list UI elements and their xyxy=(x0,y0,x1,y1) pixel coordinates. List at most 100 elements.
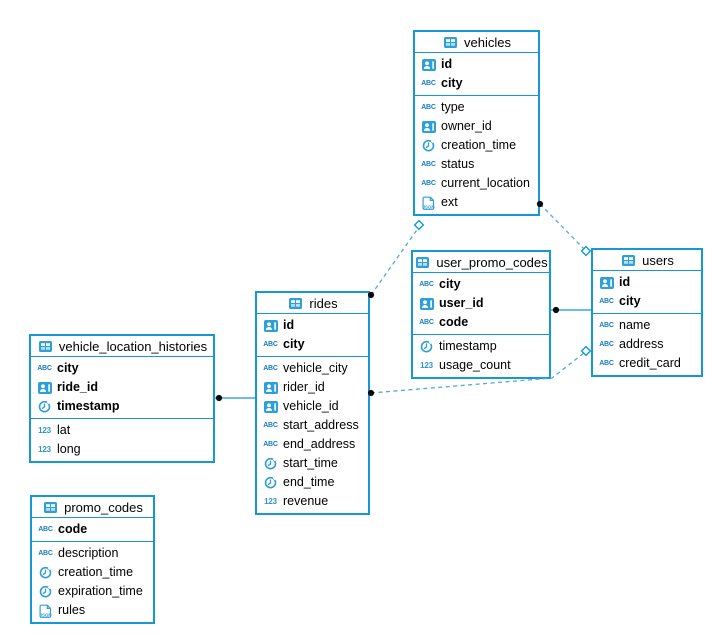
table-title: vehicle_location_histories xyxy=(58,338,208,354)
text-icon: ABC xyxy=(263,365,278,372)
field-label: rules xyxy=(58,603,86,617)
field-user_promo_codes-timestamp[interactable]: timestamp xyxy=(413,337,549,356)
id-icon xyxy=(598,276,615,289)
field-label: code xyxy=(58,522,88,536)
time-icon xyxy=(418,340,435,353)
relation-vehicles-users[interactable] xyxy=(536,200,592,257)
field-label: start_address xyxy=(283,418,359,432)
field-promo_codes-code[interactable]: ABC code xyxy=(32,520,153,539)
field-label: revenue xyxy=(283,494,329,508)
table-icon xyxy=(42,501,59,513)
text-icon: ABC xyxy=(421,104,436,111)
field-vehicle_location_histories-timestamp[interactable]: timestamp xyxy=(31,397,213,416)
field-vehicle_location_histories-ride_id[interactable]: ride_id xyxy=(31,378,213,397)
field-label: vehicle_id xyxy=(283,399,339,413)
number-icon: 123 xyxy=(38,426,51,435)
svg-text:JSON: JSON xyxy=(423,204,435,209)
field-user_promo_codes-user_id[interactable]: user_id xyxy=(413,294,549,313)
field-label: type xyxy=(441,100,465,114)
time-icon xyxy=(37,585,54,598)
relation-line[interactable] xyxy=(370,352,585,394)
table-title: users xyxy=(642,252,674,268)
field-vehicles-id[interactable]: id xyxy=(415,55,538,74)
field-users-id[interactable]: id xyxy=(593,273,701,292)
table-title: user_promo_codes xyxy=(436,254,548,270)
field-vehicle_location_histories-long[interactable]: 123 long xyxy=(31,440,213,459)
field-promo_codes-creation_time[interactable]: creation_time xyxy=(32,563,153,582)
relation-line[interactable] xyxy=(370,226,420,296)
number-icon: 123 xyxy=(38,445,51,454)
field-label: id xyxy=(441,57,453,71)
field-rides-end_time[interactable]: end_time xyxy=(257,473,368,492)
field-label: timestamp xyxy=(57,399,120,413)
field-label: id xyxy=(619,275,631,289)
field-promo_codes-description[interactable]: ABC description xyxy=(32,544,153,563)
text-icon: ABC xyxy=(38,526,53,533)
field-label: end_address xyxy=(283,437,356,451)
table-icon xyxy=(37,340,54,352)
table-header-user_promo_codes[interactable]: user_promo_codes xyxy=(413,252,549,273)
field-rides-revenue[interactable]: 123 revenue xyxy=(257,492,368,511)
field-promo_codes-expiration_time[interactable]: expiration_time xyxy=(32,582,153,601)
text-icon: ABC xyxy=(38,550,53,557)
table-icon xyxy=(620,254,637,266)
relation-user_promo_codes-users[interactable] xyxy=(551,306,593,314)
field-rides-rider_id[interactable]: rider_id xyxy=(257,378,368,397)
text-icon: ABC xyxy=(263,422,278,429)
table-header-vehicles[interactable]: vehicles xyxy=(415,32,538,53)
field-rides-start_time[interactable]: start_time xyxy=(257,454,368,473)
table-header-promo_codes[interactable]: promo_codes xyxy=(32,497,153,518)
relation-vehicle_location_histories-rides[interactable] xyxy=(215,394,257,402)
field-label: ride_id xyxy=(57,380,98,394)
field-label: description xyxy=(58,546,119,560)
id-icon xyxy=(262,319,279,332)
table-header-users[interactable]: users xyxy=(593,250,701,271)
table-header-rides[interactable]: rides xyxy=(257,293,368,314)
field-vehicles-creation_time[interactable]: creation_time xyxy=(415,136,538,155)
table-header-vehicle_location_histories[interactable]: vehicle_location_histories xyxy=(31,336,213,357)
field-label: long xyxy=(57,442,81,456)
field-vehicles-type[interactable]: ABC type xyxy=(415,98,538,117)
field-label: end_time xyxy=(283,475,335,489)
relation-endpoint-diamond xyxy=(413,219,425,231)
field-vehicles-owner_id[interactable]: owner_id xyxy=(415,117,538,136)
text-icon: ABC xyxy=(599,322,614,329)
table-icon xyxy=(442,36,459,48)
field-label: creation_time xyxy=(58,565,134,579)
field-rides-id[interactable]: id xyxy=(257,316,368,335)
relation-line[interactable] xyxy=(539,203,586,251)
table-title: rides xyxy=(309,295,338,311)
number-icon: 123 xyxy=(264,497,277,506)
field-rides-start_address[interactable]: ABC start_address xyxy=(257,416,368,435)
time-icon xyxy=(420,139,437,152)
field-rides-vehicle_id[interactable]: vehicle_id xyxy=(257,397,368,416)
id-icon xyxy=(420,120,437,133)
